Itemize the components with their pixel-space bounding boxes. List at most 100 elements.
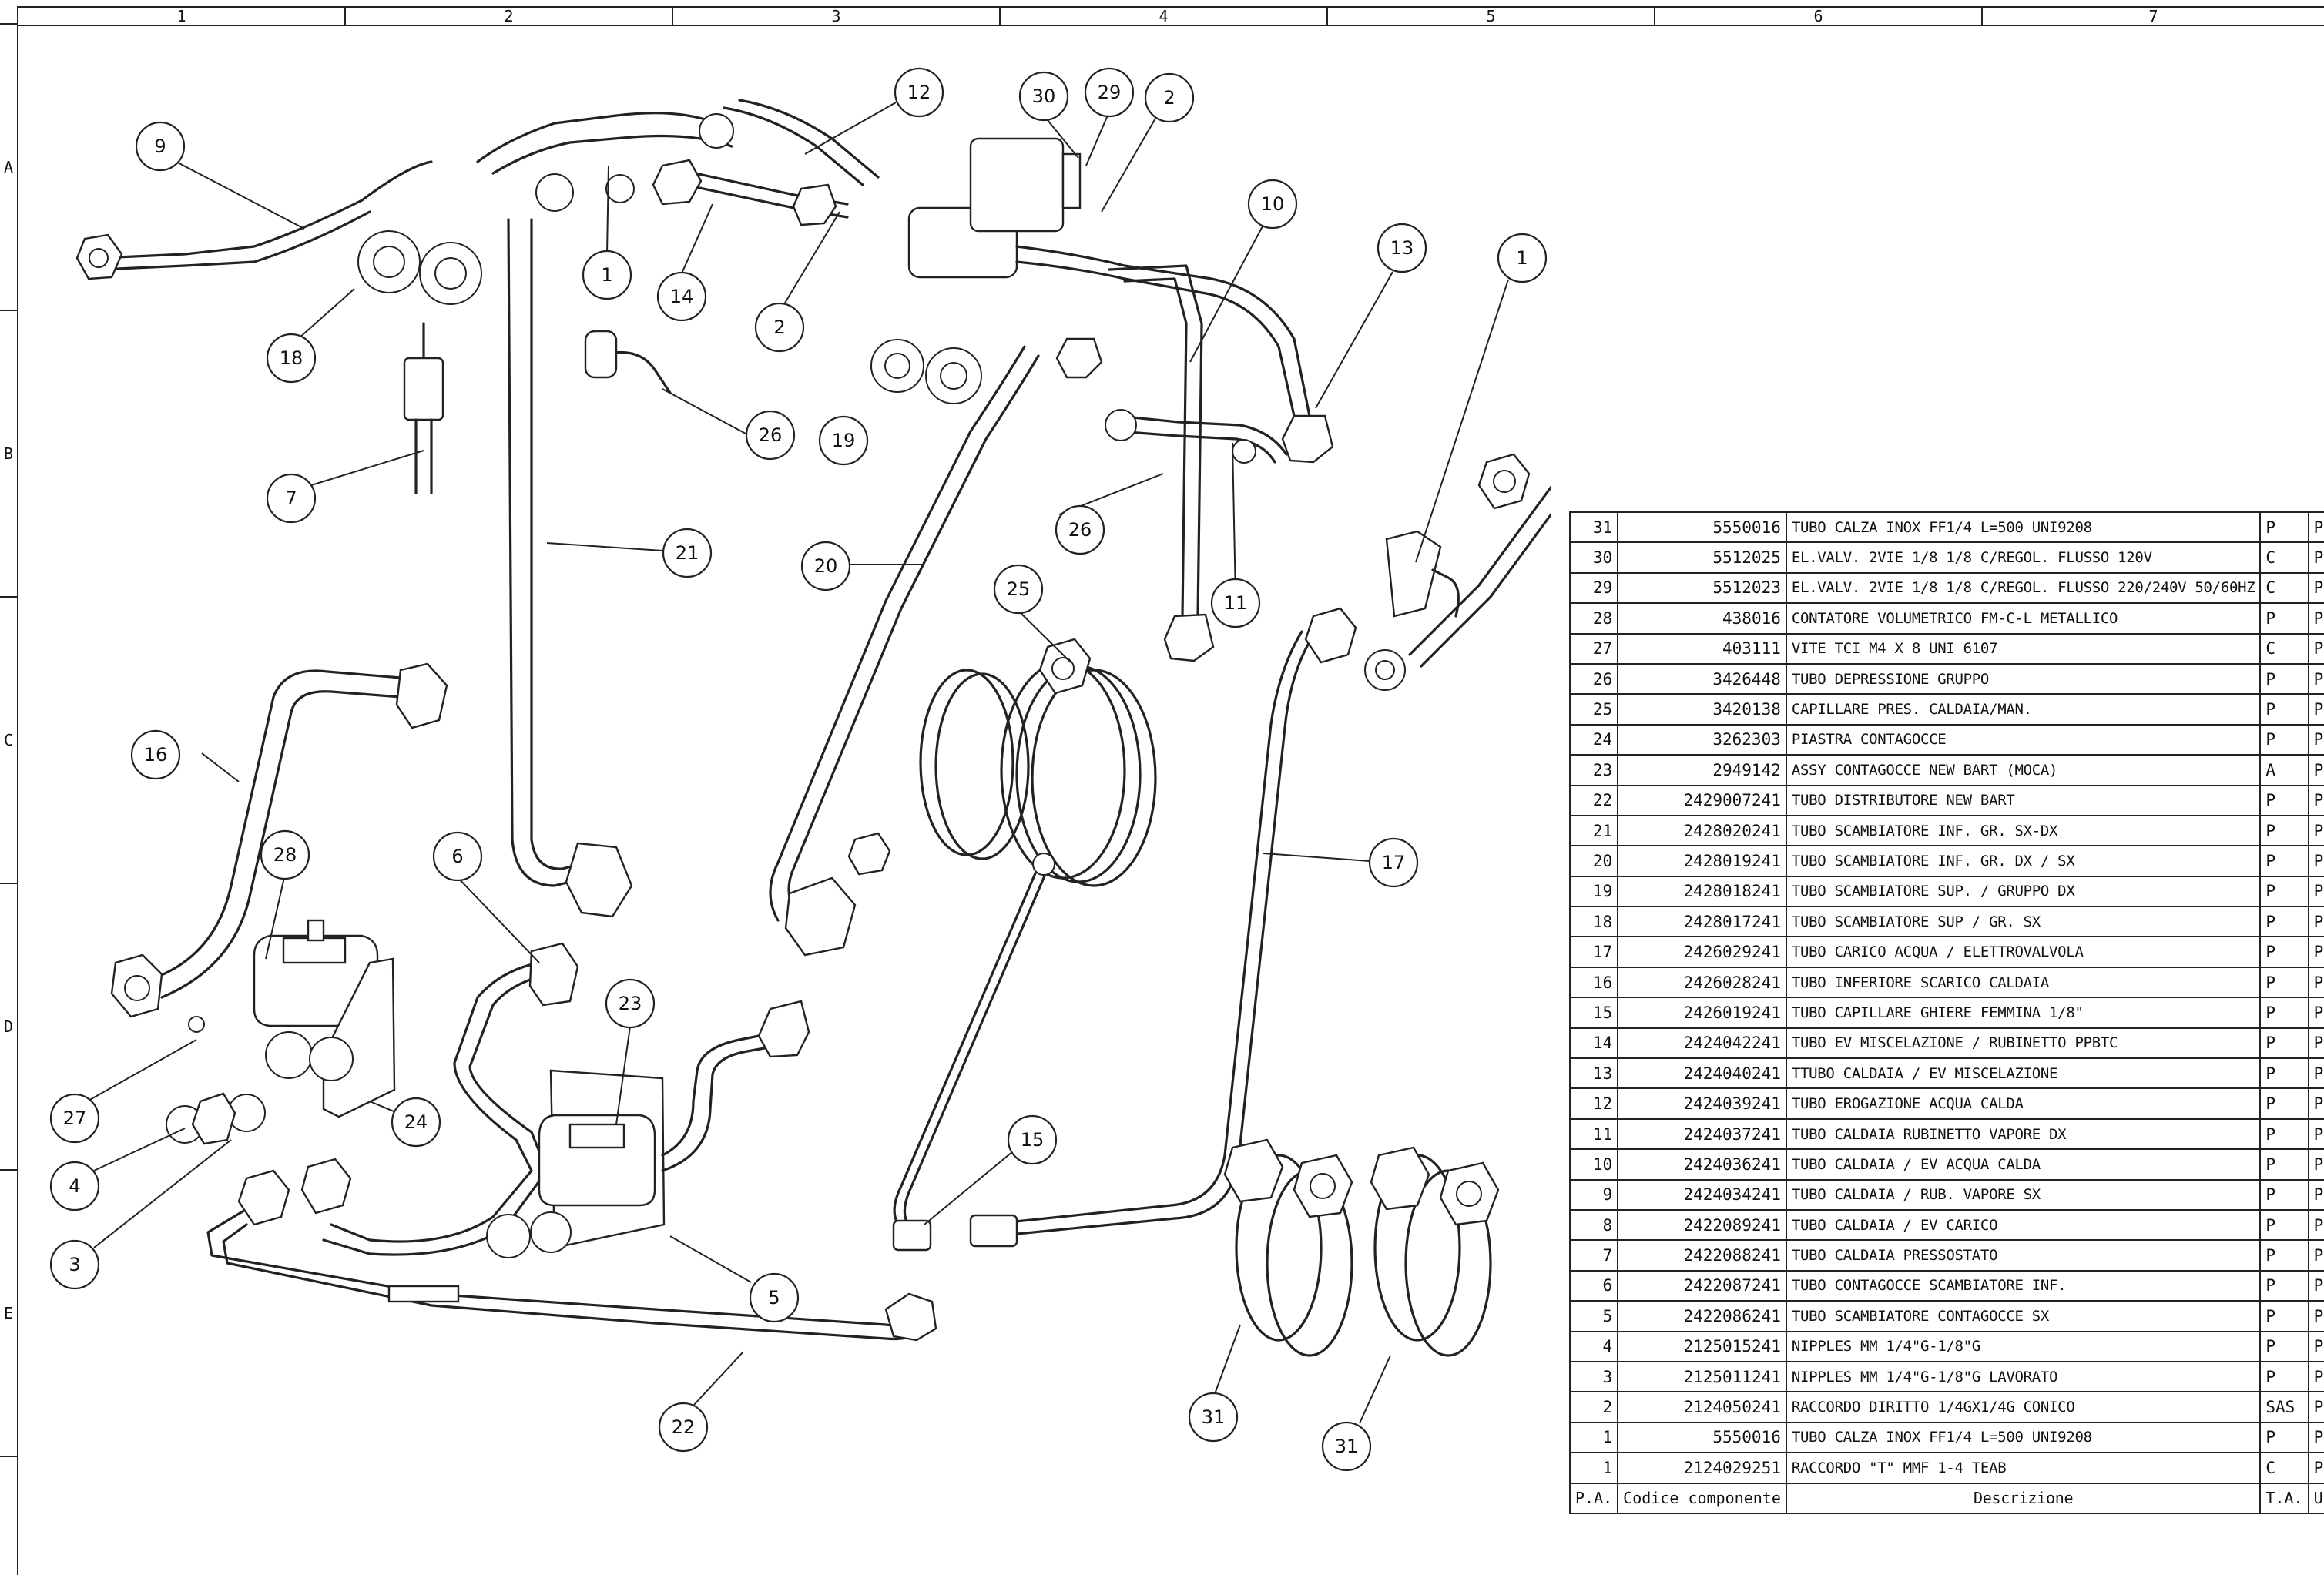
unit-cell: PZ: [2307, 1148, 2324, 1181]
component-code-cell: 438016: [1617, 602, 1787, 635]
description-cell: TUBO CALZA INOX FF1/4 L=500 UNI9208: [1785, 511, 2262, 544]
svg-text:1: 1: [1516, 247, 1528, 269]
callout-balloon: 29: [1084, 67, 1135, 118]
part-number-cell: 8: [1568, 1208, 1619, 1242]
svg-text:20: 20: [814, 555, 838, 577]
unit-cell: PZ: [2307, 1208, 2324, 1242]
unit-cell: PZ: [2307, 1057, 2324, 1090]
ta-cell: C: [2259, 541, 2309, 574]
component-code-cell: 2426019241: [1617, 997, 1787, 1029]
description-cell: TUBO SCAMBIATORE INF. GR. SX-DX: [1785, 814, 2262, 847]
unit-cell: PZ: [2307, 1239, 2324, 1272]
callout-balloon: 9: [135, 121, 186, 172]
svg-text:1: 1: [601, 264, 612, 286]
part-number-cell: 5: [1568, 1300, 1619, 1332]
svg-text:3: 3: [69, 1254, 80, 1275]
part-number-cell: 30: [1568, 541, 1619, 574]
ta-cell: P: [2259, 936, 2309, 968]
column-header: P.A.: [1568, 1482, 1619, 1514]
pipe-16: [153, 669, 402, 980]
part-number-cell: 26: [1568, 662, 1619, 695]
unit-cell: PZ: [2307, 1300, 2324, 1332]
description-cell: TUBO SCAMBIATORE SUP. / GRUPPO DX: [1785, 875, 2262, 908]
callout-balloon: 13: [1377, 223, 1427, 273]
part-number-cell: 21: [1568, 814, 1619, 847]
unit-cell: PZ: [2307, 693, 2324, 726]
component-code-cell: 2424040241: [1617, 1057, 1787, 1090]
tee-fitting-1: [1385, 530, 1442, 618]
svg-text:26: 26: [1068, 519, 1092, 541]
component-code-cell: 2422088241: [1617, 1239, 1787, 1272]
unit-cell: PZ: [2307, 1178, 2324, 1211]
description-cell: NIPPLES MM 1/4"G-1/8"G: [1785, 1330, 2262, 1362]
zone-ruler-top: 1 2 3 4 5 6 7: [17, 6, 2324, 26]
unit-cell: PZ: [2307, 602, 2324, 635]
unit-cell: PZ: [2307, 511, 2324, 544]
ta-cell: P: [2259, 1208, 2309, 1242]
component-code-cell: 2422087241: [1617, 1269, 1787, 1302]
unit-cell: PZ: [2307, 1391, 2324, 1423]
callout-balloon: 1: [582, 250, 632, 300]
part-number-cell: 13: [1568, 1057, 1619, 1090]
description-cell: TUBO CALDAIA RUBINETTO VAPORE DX: [1785, 1118, 2262, 1151]
component-code-cell: 2428017241: [1617, 906, 1787, 938]
svg-text:13: 13: [1390, 237, 1414, 259]
svg-text:31: 31: [1335, 1436, 1359, 1457]
unit-cell: PZ: [2307, 1452, 2324, 1484]
unit-cell: PZ: [2307, 632, 2324, 665]
part-number-cell: 27: [1568, 632, 1619, 665]
callout-balloon: 15: [1007, 1114, 1058, 1165]
part-number-cell: 23: [1568, 754, 1619, 786]
svg-text:2: 2: [1163, 87, 1175, 109]
svg-text:21: 21: [676, 542, 699, 564]
svg-text:14: 14: [670, 286, 694, 307]
ta-cell: P: [2259, 511, 2309, 544]
ta-cell: P: [2259, 1269, 2309, 1302]
component-code-cell: 2124029251: [1617, 1452, 1787, 1484]
part-number-cell: 25: [1568, 693, 1619, 726]
svg-text:5: 5: [768, 1287, 780, 1309]
component-code-cell: 5512023: [1617, 571, 1787, 605]
description-cell: ASSY CONTAGOCCE NEW BART (MOCA): [1785, 754, 2262, 786]
description-cell: TUBO INFERIORE SCARICO CALDAIA: [1785, 966, 2262, 999]
part-number-cell: 29: [1568, 571, 1619, 605]
svg-text:12: 12: [907, 82, 931, 103]
description-cell: TUBO CALDAIA / EV ACQUA CALDA: [1785, 1148, 2262, 1181]
unit-cell: PZ: [2307, 784, 2324, 816]
component-code-cell: 2422086241: [1617, 1300, 1787, 1332]
ta-cell: P: [2259, 845, 2309, 877]
unit-cell: PZ: [2307, 1027, 2324, 1060]
callout-balloon: 26: [1055, 504, 1105, 555]
svg-text:11: 11: [1224, 592, 1248, 614]
ta-cell: P: [2259, 784, 2309, 816]
description-cell: TUBO CALDAIA / RUB. VAPORE SX: [1785, 1178, 2262, 1211]
ta-cell: C: [2259, 1452, 2309, 1484]
callout-balloon: 19: [818, 415, 869, 466]
description-cell: VITE TCI M4 X 8 UNI 6107: [1785, 632, 2262, 665]
callout-balloon: 12: [894, 67, 944, 118]
description-cell: TUBO SCAMBIATORE SUP / GR. SX: [1785, 906, 2262, 938]
unit-cell: PZ: [2307, 875, 2324, 908]
part-number-cell: 6: [1568, 1269, 1619, 1302]
ta-cell: C: [2259, 571, 2309, 605]
callout-balloon: 11: [1210, 578, 1261, 628]
part-number-cell: 18: [1568, 906, 1619, 938]
component-code-cell: 2428020241: [1617, 814, 1787, 847]
unit-cell: PZ: [2307, 997, 2324, 1029]
ta-cell: P: [2259, 1300, 2309, 1332]
svg-text:15: 15: [1021, 1129, 1045, 1151]
part-number-cell: 28: [1568, 602, 1619, 635]
description-cell: TUBO CALDAIA PRESSOSTATO: [1785, 1239, 2262, 1272]
description-cell: EL.VALV. 2VIE 1/8 1/8 C/REGOL. FLUSSO 22…: [1785, 571, 2262, 605]
